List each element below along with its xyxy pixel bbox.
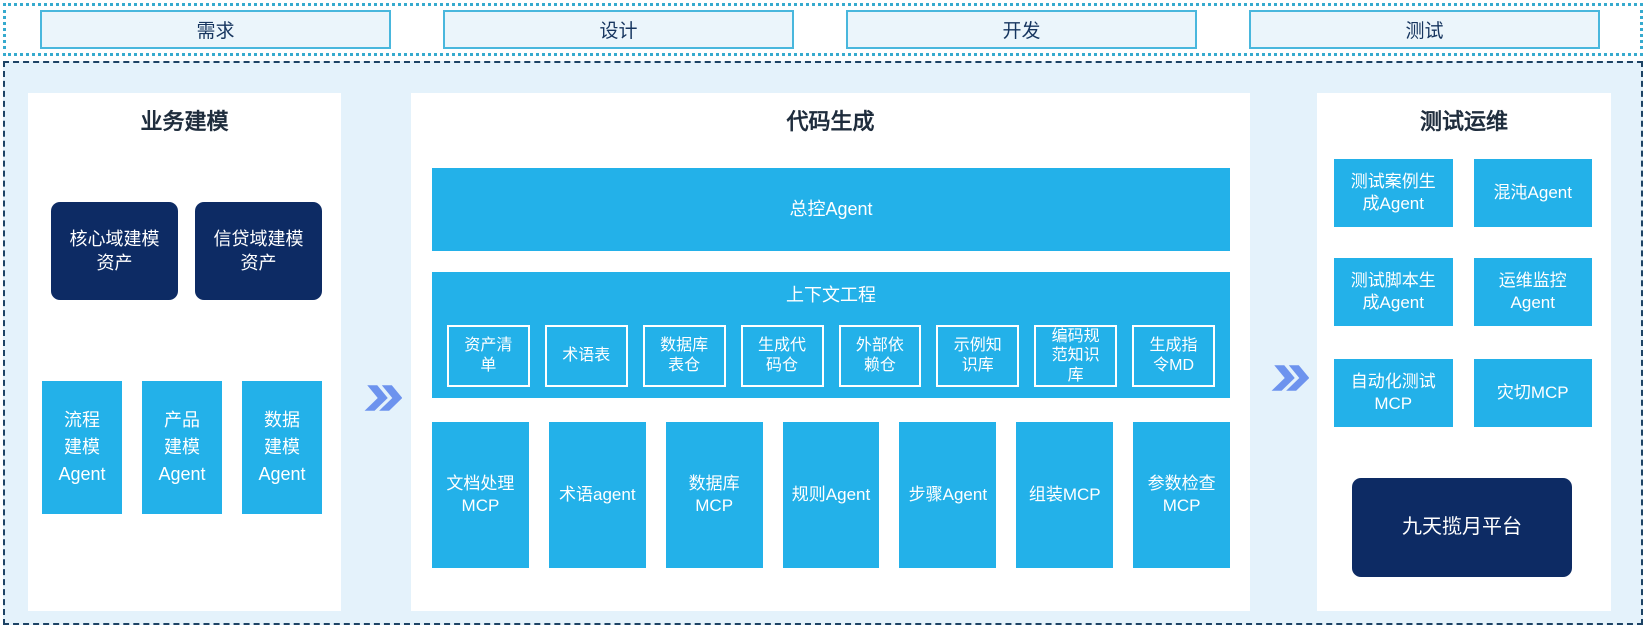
- phase-box-testing: 测试: [1249, 10, 1600, 49]
- phase-bar: 需求 设计 开发 测试: [3, 3, 1643, 56]
- modeling-agents-row: 流程 建模 Agent 产品 建模 Agent 数据 建模 Agent: [42, 381, 322, 514]
- phase-box-requirements: 需求: [40, 10, 391, 49]
- core-domain-assets-box: 核心域建模 资产: [51, 202, 178, 300]
- master-agent-bar: 总控Agent: [432, 168, 1230, 251]
- process-modeling-agent-box: 流程 建模 Agent: [42, 381, 122, 514]
- context-item-codegen-repo: 生成代 码仓: [740, 325, 824, 387]
- data-modeling-agent-box: 数据 建模 Agent: [242, 381, 322, 514]
- tool-param-check-mcp-box: 参数检查 MCP: [1133, 422, 1231, 568]
- context-item-asset-list: 资产清 单: [447, 325, 530, 387]
- chaos-agent-box: 混沌Agent: [1473, 159, 1592, 227]
- tool-database-mcp-box: 数据库 MCP: [665, 422, 763, 568]
- context-engineering-title: 上下文工程: [786, 285, 876, 305]
- automated-testing-mcp-box: 自动化测试 MCP: [1334, 359, 1453, 427]
- context-item-db-table-repo: 数据库 表仓: [642, 325, 726, 387]
- context-item-coding-standards-kb: 编码规 范知识 库: [1034, 325, 1118, 387]
- phase-box-design: 设计: [443, 10, 794, 49]
- tool-steps-agent-box: 步骤Agent: [899, 422, 997, 568]
- test-ops-panel: 测试运维 测试案例生 成Agent 混沌Agent 测试脚本生 成Agent 运…: [1317, 93, 1611, 611]
- panel-title-test-ops: 测试运维: [1419, 109, 1508, 134]
- context-item-gen-instructions-md: 生成指 令MD: [1132, 325, 1215, 387]
- tool-assembly-mcp-box: 组装MCP: [1016, 422, 1114, 568]
- tools-row: 文档处理 MCP 术语agent 数据库 MCP 规则Agent 步骤Agent…: [432, 422, 1231, 568]
- product-modeling-agent-box: 产品 建模 Agent: [142, 381, 222, 514]
- context-item-external-deps-repo: 外部依 赖仓: [838, 325, 922, 387]
- context-item-example-kb: 示例知 识库: [936, 325, 1020, 387]
- test-ops-row-1: 测试案例生 成Agent 混沌Agent: [1334, 159, 1592, 227]
- ops-monitoring-agent-box: 运维监控 Agent: [1473, 258, 1592, 326]
- credit-domain-assets-box: 信贷域建模 资产: [195, 202, 322, 300]
- test-ops-row-3: 自动化测试 MCP 灾切MCP: [1334, 359, 1592, 427]
- disaster-switch-mcp-box: 灾切MCP: [1473, 359, 1592, 427]
- test-case-gen-agent-box: 测试案例生 成Agent: [1334, 159, 1453, 227]
- jiutian-lanyue-platform-box: 九天揽月平台: [1352, 478, 1572, 577]
- tool-doc-processing-mcp-box: 文档处理 MCP: [432, 422, 529, 568]
- test-script-gen-agent-box: 测试脚本生 成Agent: [1334, 258, 1453, 326]
- tool-glossary-agent-box: 术语agent: [548, 422, 646, 568]
- business-modeling-panel: 业务建模 核心域建模 资产 信贷域建模 资产 流程 建模 Agent 产品 建模…: [28, 93, 341, 611]
- panel-title-business-modeling: 业务建模: [140, 109, 229, 134]
- test-ops-row-2: 测试脚本生 成Agent 运维监控 Agent: [1334, 258, 1592, 326]
- tool-rules-agent-box: 规则Agent: [782, 422, 880, 568]
- modeling-assets-row: 核心域建模 资产 信贷域建模 资产: [51, 202, 322, 300]
- phase-box-development: 开发: [846, 10, 1197, 49]
- main-container: 业务建模 核心域建模 资产 信贷域建模 资产 流程 建模 Agent 产品 建模…: [3, 61, 1643, 625]
- chevron-right-icon: [1269, 363, 1310, 393]
- panel-title-code-generation: 代码生成: [786, 109, 875, 134]
- context-items-row: 资产清 单 术语表 数据库 表仓 生成代 码仓 外部依 赖仓 示例知 识库 编码…: [447, 325, 1215, 387]
- code-generation-panel: 代码生成 总控Agent 上下文工程 资产清 单 术语表 数据库 表仓 生成代 …: [411, 93, 1250, 611]
- context-engineering-group: 上下文工程 资产清 单 术语表 数据库 表仓 生成代 码仓 外部依 赖仓 示例知…: [432, 272, 1230, 398]
- context-item-glossary: 术语表: [544, 325, 628, 387]
- chevron-right-icon: [362, 383, 403, 413]
